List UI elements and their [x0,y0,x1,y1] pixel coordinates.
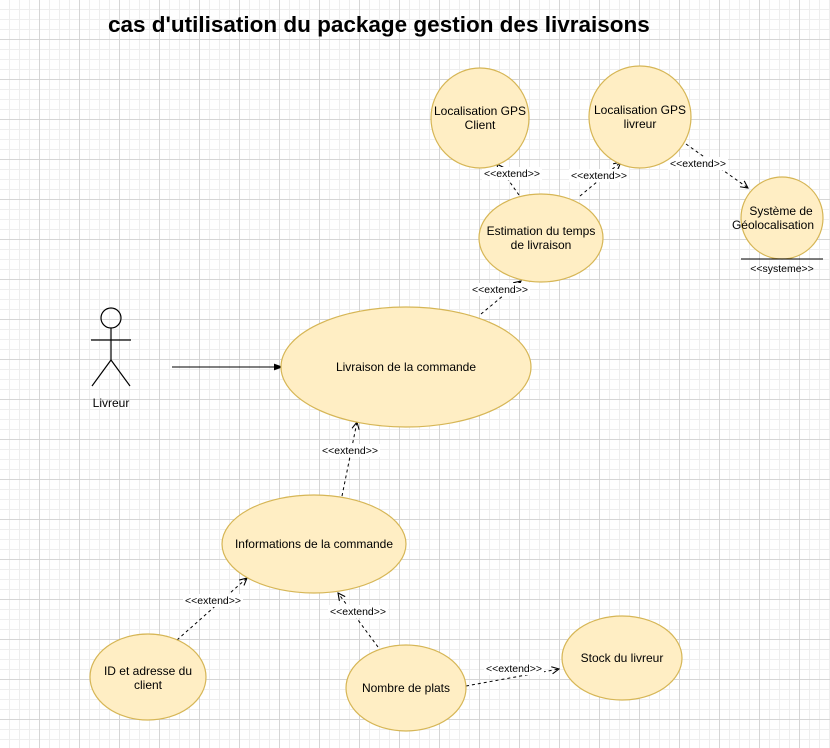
svg-text:Client: Client [465,118,496,132]
use-case-id-et-adresse-du-client[interactable]: ID et adresse du client [89,633,207,721]
extend-label-plats-informations: <<extend>> [328,605,388,618]
actor-head [100,307,122,329]
use-case-nombre-de-plats[interactable]: Nombre de plats [345,644,467,732]
svg-text:Nombre de plats: Nombre de plats [362,681,450,695]
actor-left-leg [91,359,112,387]
extend-label-livraison-estimation: <<extend>> [470,283,530,296]
svg-text:Livraison de la commande: Livraison de la commande [336,360,476,374]
diagram-title: cas d'utilisation du package gestion des… [108,12,650,37]
use-case-livraison-de-la-commande[interactable]: Livraison de la commande [280,306,532,428]
svg-text:<<extend>>: <<extend>> [486,663,542,675]
use-case-informations-de-la-commande[interactable]: Informations de la commande [221,494,407,594]
svg-text:ID et adresse du: ID et adresse du [104,664,192,678]
use-case-localisation-gps-livreur[interactable]: Localisation GPS livreur [588,65,692,169]
svg-text:livreur: livreur [624,117,657,131]
actor-livreur[interactable]: Livreur [91,307,131,410]
actor-label: Livreur [93,396,130,410]
svg-text:Système de: Système de [749,204,813,218]
extend-label-informations-livraison: <<extend>> [320,444,380,457]
extend-label-estimation-gps-livreur: <<extend>> [569,169,629,182]
use-case-systeme-de-geolocalisation[interactable]: Système de Géolocalisation <<systeme>> [732,176,824,275]
extend-label-gps-livreur-geoloc: <<extend>> [668,157,728,170]
svg-text:de livraison: de livraison [511,238,572,252]
use-case-localisation-gps-client[interactable]: Localisation GPS Client [430,67,530,169]
svg-text:Localisation GPS: Localisation GPS [434,104,526,118]
svg-text:client: client [134,678,163,692]
extend-label-plats-stock: <<extend>> [484,662,544,675]
actor-right-leg [110,359,131,387]
svg-text:<<extend>>: <<extend>> [322,445,378,457]
system-stereotype: <<systeme>> [750,263,814,275]
use-case-estimation-du-temps-de-livraison[interactable]: Estimation du temps de livraison [478,193,604,283]
use-case-stock-du-livreur[interactable]: Stock du livreur [561,615,683,701]
svg-text:Stock du livreur: Stock du livreur [581,651,664,665]
svg-text:<<extend>>: <<extend>> [330,606,386,618]
extend-edge-id-informations [176,578,247,641]
extend-label-id-informations: <<extend>> [183,594,243,607]
svg-text:<<extend>>: <<extend>> [670,158,726,170]
svg-text:<<extend>>: <<extend>> [472,284,528,296]
svg-text:Localisation GPS: Localisation GPS [594,103,686,117]
extend-edge-plats-informations [338,593,379,648]
svg-text:Géolocalisation: Géolocalisation [732,218,814,232]
svg-text:Estimation du temps: Estimation du temps [487,224,596,238]
svg-text:<<extend>>: <<extend>> [484,168,540,180]
svg-text:Informations de la commande: Informations de la commande [235,537,393,551]
svg-text:<<extend>>: <<extend>> [185,595,241,607]
extend-label-estimation-gps-client: <<extend>> [482,167,542,180]
extend-edge-informations-livraison [341,422,357,497]
svg-text:<<extend>>: <<extend>> [571,170,627,182]
